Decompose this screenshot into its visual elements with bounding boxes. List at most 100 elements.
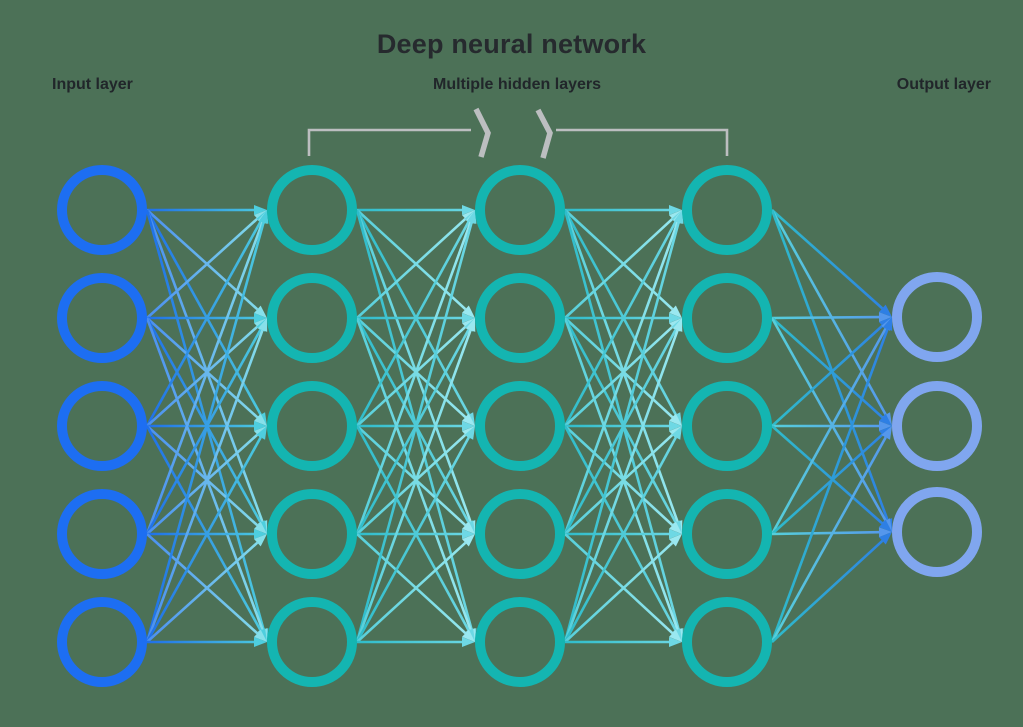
connection-line xyxy=(145,209,262,416)
node-hidden-2 xyxy=(475,273,565,363)
connection-line xyxy=(355,329,472,643)
connection-line xyxy=(355,209,473,630)
node-hidden-2 xyxy=(475,489,565,579)
node-hidden-1 xyxy=(267,381,357,471)
bracket-line xyxy=(307,128,471,156)
connection-line xyxy=(145,317,262,524)
node-input xyxy=(57,165,147,255)
arrowhead xyxy=(462,637,475,647)
connection-line xyxy=(146,433,259,535)
arrowhead xyxy=(253,413,267,426)
arrowhead xyxy=(878,527,892,538)
connection-line xyxy=(564,541,674,643)
connection-line xyxy=(356,533,467,635)
connection-line xyxy=(564,533,674,635)
node-input xyxy=(57,381,147,471)
connection-line xyxy=(146,217,259,319)
connection-line xyxy=(355,220,470,427)
connection-line xyxy=(771,317,884,419)
node-hidden-1 xyxy=(267,165,357,255)
node-input xyxy=(57,597,147,687)
connection-line xyxy=(564,217,674,319)
arrowhead xyxy=(878,304,892,317)
connection-line xyxy=(770,436,887,643)
arrowhead xyxy=(254,313,267,323)
connection-line xyxy=(563,209,677,416)
connection-line xyxy=(563,436,677,643)
hidden-layers-bracket xyxy=(307,107,729,159)
arrowhead xyxy=(879,421,892,431)
connection-line xyxy=(146,325,259,427)
arrowhead xyxy=(254,529,267,539)
connection-line xyxy=(771,539,884,643)
connection-line xyxy=(564,433,674,535)
connection-line xyxy=(564,317,674,419)
connection-line xyxy=(145,221,264,535)
connection-line xyxy=(356,425,467,527)
connection-line xyxy=(145,425,262,632)
node-hidden-2 xyxy=(475,165,565,255)
connection-line xyxy=(771,209,884,310)
connection-line xyxy=(563,317,677,524)
bracket-line xyxy=(556,128,729,156)
arrowhead xyxy=(462,413,475,426)
connection-line xyxy=(356,433,467,535)
connection-line xyxy=(146,317,259,419)
arrowhead xyxy=(254,421,267,431)
arrowhead xyxy=(879,532,892,545)
arrowhead xyxy=(671,426,682,440)
arrowhead xyxy=(462,534,475,547)
arrowhead xyxy=(466,210,477,224)
output-layer-label: Output layer xyxy=(896,76,991,93)
arrowhead xyxy=(462,421,475,431)
node-output xyxy=(892,272,982,362)
connection-line xyxy=(355,317,470,524)
diagram-title: Deep neural network xyxy=(376,29,647,59)
node-input xyxy=(57,489,147,579)
connection-line xyxy=(563,329,679,643)
connection-line xyxy=(145,222,265,643)
arrowhead xyxy=(462,305,475,318)
node-hidden-1 xyxy=(267,273,357,363)
arrowhead xyxy=(256,426,267,440)
arrowhead xyxy=(669,521,682,534)
connection-line xyxy=(145,220,262,427)
arrowhead xyxy=(465,318,476,332)
connection-line xyxy=(356,217,467,319)
connection-line xyxy=(355,209,470,416)
node-hidden-2 xyxy=(475,597,565,687)
connection-line xyxy=(146,209,259,311)
connection-line xyxy=(771,324,884,427)
connection-line xyxy=(355,328,470,535)
connection-line xyxy=(771,530,880,536)
hidden-layers-label: Multiple hidden layers xyxy=(432,76,602,93)
arrowhead xyxy=(257,318,268,332)
arrowhead xyxy=(258,210,269,224)
arrowhead xyxy=(669,305,682,318)
node-hidden-3 xyxy=(682,597,772,687)
arrowhead xyxy=(253,534,267,547)
connection-line xyxy=(146,425,259,527)
connection-line xyxy=(563,425,677,632)
connection-line xyxy=(770,209,889,521)
node-hidden-3 xyxy=(682,489,772,579)
connection-line xyxy=(355,317,472,631)
connection-line xyxy=(770,317,887,522)
connection-line xyxy=(564,425,674,527)
arrowhead xyxy=(253,629,267,642)
connection-line xyxy=(145,209,265,630)
connection-line xyxy=(563,221,679,535)
connection-line xyxy=(771,315,880,320)
connection-line xyxy=(770,328,889,643)
arrowhead xyxy=(669,313,682,323)
arrowhead xyxy=(669,421,682,431)
connection-line xyxy=(355,425,470,632)
node-output xyxy=(892,381,982,471)
connection-line xyxy=(356,317,467,419)
bracket-break-mark xyxy=(535,108,553,159)
node-output xyxy=(892,487,982,577)
arrowhead xyxy=(462,529,475,539)
input-layer-label: Input layer xyxy=(52,76,133,93)
connection-line xyxy=(770,209,887,416)
